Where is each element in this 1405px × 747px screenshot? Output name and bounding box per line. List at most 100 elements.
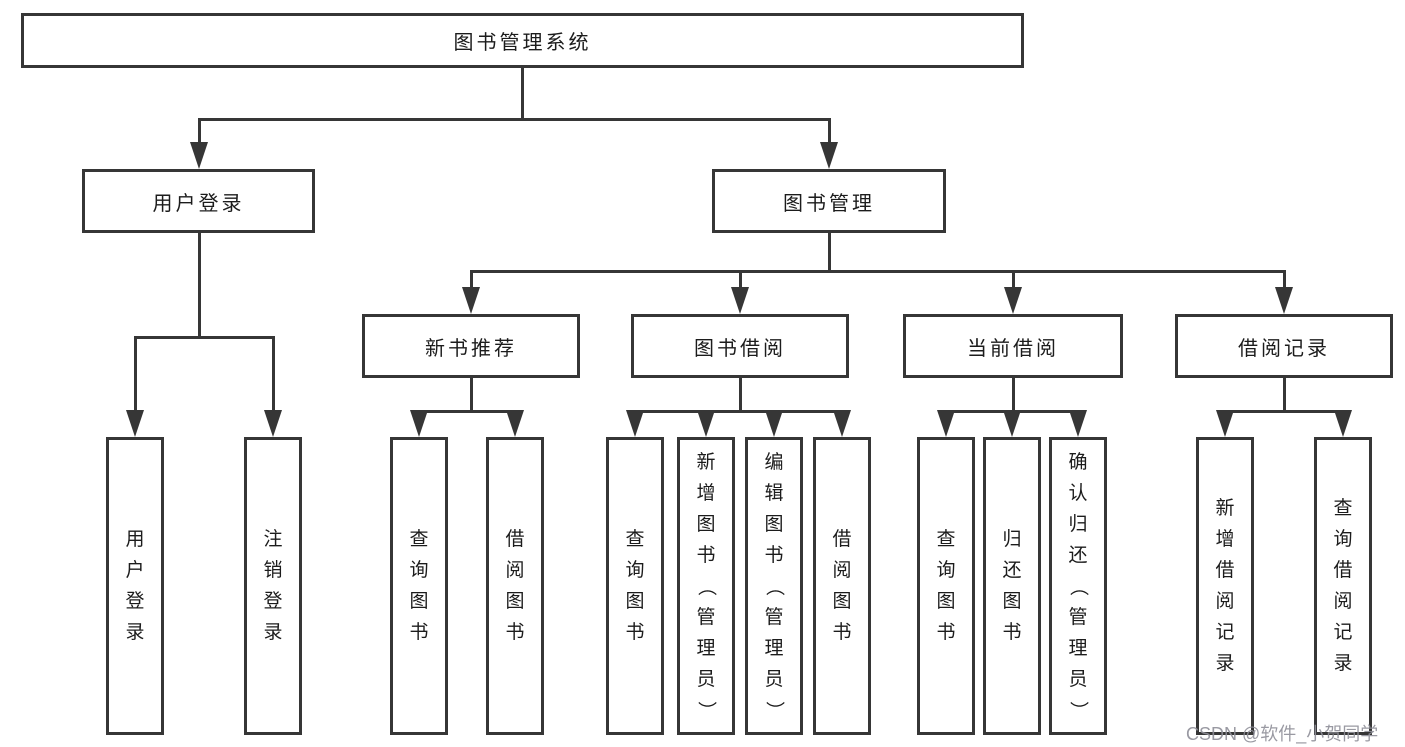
- node-current-borrow: 当前借阅: [903, 314, 1123, 378]
- node-label-char: 理: [1068, 637, 1088, 659]
- node-label: 借阅记录: [1238, 337, 1330, 360]
- node-label-char: 管: [1068, 606, 1088, 628]
- node-label-char: 阅: [1215, 591, 1235, 612]
- node-leaf-confirm-return: 确认归还（管理员）: [1049, 437, 1107, 735]
- arrow-down-icon: [731, 287, 749, 314]
- node-leaf-add-record: 新增借阅记录: [1196, 437, 1254, 735]
- node-label-char: 查: [1333, 498, 1353, 519]
- arrow-down-icon: [126, 410, 144, 437]
- node-label-char: 阅: [1333, 591, 1353, 612]
- node-leaf-logout: 注销登录: [244, 437, 302, 735]
- arrow-down-icon: [506, 410, 524, 437]
- node-label-char: 用: [125, 529, 145, 550]
- node-label-char: 书: [936, 622, 956, 643]
- node-book-management: 图书管理: [712, 169, 946, 233]
- connector-stem-new-book-recommend: [469, 378, 473, 413]
- node-label-char: 查: [625, 529, 645, 550]
- node-leaf-return-book: 归还图书: [983, 437, 1041, 735]
- node-label-char: 记: [1333, 622, 1353, 643]
- node-label-char: 书: [696, 544, 716, 566]
- node-label-char: 新: [696, 451, 716, 473]
- node-label-char: 增: [1215, 529, 1235, 550]
- node-label-char: 借: [1333, 560, 1353, 581]
- node-label-char: 书: [1002, 622, 1022, 643]
- connector-stem-root: [520, 68, 524, 121]
- node-label-char: 还: [1068, 544, 1088, 566]
- connector-bar-borrow-records: [1223, 410, 1345, 413]
- node-label-char: 户: [125, 560, 145, 581]
- node-label-char: （: [695, 576, 717, 596]
- node-label-char: 认: [1068, 482, 1088, 504]
- node-book-borrow: 图书借阅: [631, 314, 849, 378]
- node-label-char: 图: [505, 591, 525, 612]
- connector-drop-root: [827, 118, 831, 144]
- connector-bar-book-management: [469, 270, 1286, 273]
- node-label-char: 理: [696, 637, 716, 659]
- node-label-char: 图: [936, 591, 956, 612]
- arrow-down-icon: [626, 410, 644, 437]
- node-leaf-edit-book: 编辑图书（管理员）: [745, 437, 803, 735]
- node-leaf-query-book-3: 查询图书: [917, 437, 975, 735]
- node-leaf-borrow-book-2: 借阅图书: [813, 437, 871, 735]
- node-label-char: 员: [696, 668, 716, 690]
- node-label-char: 确: [1068, 451, 1088, 473]
- node-borrow-records: 借阅记录: [1175, 314, 1393, 378]
- node-label-char: 归: [1068, 513, 1088, 535]
- node-root: 图书管理系统: [21, 13, 1024, 68]
- node-label: 当前借阅: [967, 337, 1059, 360]
- node-label-char: 登: [125, 591, 145, 612]
- connector-stem-user-login: [197, 233, 201, 339]
- node-label-char: 借: [505, 529, 525, 550]
- node-label-char: 借: [832, 529, 852, 550]
- connector-bar-user-login: [133, 336, 275, 339]
- node-label-char: 录: [125, 622, 145, 643]
- arrow-down-icon: [1334, 410, 1352, 437]
- arrow-down-icon: [820, 142, 838, 169]
- arrow-down-icon: [462, 287, 480, 314]
- node-leaf-query-record: 查询借阅记录: [1314, 437, 1372, 735]
- node-label: 图书管理系统: [453, 32, 592, 54]
- node-label-char: 阅: [505, 560, 525, 581]
- node-label: 新书推荐: [425, 337, 517, 360]
- node-label-char: 询: [625, 560, 645, 581]
- connector-drop-book-management: [1011, 270, 1015, 289]
- node-label-char: ）: [695, 700, 717, 720]
- node-label-char: 图: [764, 513, 784, 535]
- node-label-char: 管: [764, 606, 784, 628]
- node-label-char: 图: [832, 591, 852, 612]
- node-label-char: 录: [1215, 653, 1235, 674]
- node-label-char: 增: [696, 482, 716, 504]
- arrow-down-icon: [1216, 410, 1234, 437]
- node-label-char: ）: [1067, 700, 1089, 720]
- connector-bar-new-book-recommend: [417, 410, 517, 413]
- node-label-char: 录: [263, 622, 283, 643]
- node-label-char: 书: [764, 544, 784, 566]
- node-label: 图书管理: [783, 192, 875, 215]
- node-label-char: 询: [1333, 529, 1353, 550]
- connector-stem-book-management: [827, 233, 831, 273]
- connector-drop-user-login: [271, 336, 275, 412]
- arrow-down-icon: [765, 410, 783, 437]
- node-label: 图书借阅: [694, 337, 786, 360]
- node-label-char: 员: [1068, 668, 1088, 690]
- node-label-char: 书: [625, 622, 645, 643]
- node-label-char: 图: [696, 513, 716, 535]
- connector-bar-book-borrow: [633, 410, 844, 413]
- connector-drop-root: [197, 118, 201, 144]
- node-label-char: 查: [409, 529, 429, 550]
- node-label-char: （: [763, 576, 785, 596]
- node-leaf-add-book: 新增图书（管理员）: [677, 437, 735, 735]
- node-new-book-recommend: 新书推荐: [362, 314, 580, 378]
- node-label-char: 新: [1215, 498, 1235, 519]
- arrow-down-icon: [190, 142, 208, 169]
- node-label-char: 编: [764, 451, 784, 473]
- node-label-char: 员: [764, 668, 784, 690]
- node-label-char: 销: [263, 560, 283, 581]
- node-label-char: 记: [1215, 622, 1235, 643]
- node-label-char: ）: [763, 700, 785, 720]
- node-label-char: 查: [936, 529, 956, 550]
- node-label-char: 书: [832, 622, 852, 643]
- node-label-char: 书: [505, 622, 525, 643]
- node-leaf-query-book-2: 查询图书: [606, 437, 664, 735]
